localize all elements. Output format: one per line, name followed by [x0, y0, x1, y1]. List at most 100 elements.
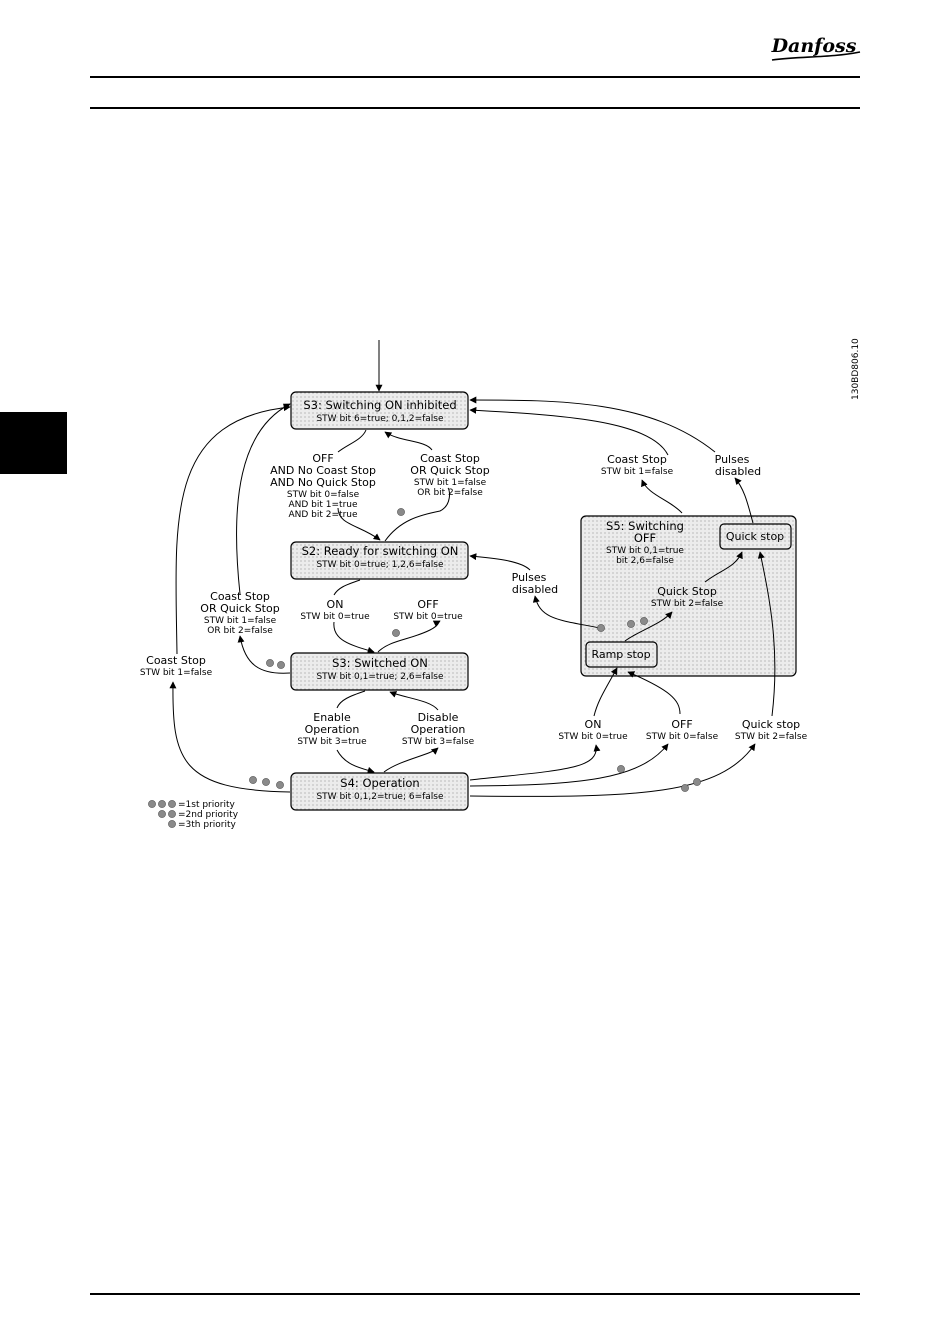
coast-quick-mid-l2: OR Quick Stop [200, 602, 279, 615]
label-off-s2: OFF STW bit 0=true [393, 598, 463, 622]
s5-sub-2: bit 2,6=false [616, 556, 674, 566]
edge-coast-quick-top [385, 432, 451, 542]
label-coast-left: Coast Stop STW bit 1=false [140, 654, 213, 678]
legend-dot [158, 810, 166, 818]
footer-rule [90, 1293, 860, 1295]
on-s4-s1: STW bit 0=true [558, 732, 628, 742]
edge-enable-op [336, 690, 374, 772]
edge-on-s2 [333, 579, 374, 652]
header-rule-bottom [90, 107, 860, 109]
edge-off-s2 [377, 620, 441, 653]
priority-dot [262, 778, 270, 786]
priority-dot [627, 620, 635, 628]
coast-quick-top-s2: OR bit 2=false [417, 488, 483, 498]
off-no-stop-l1: OFF [312, 452, 333, 465]
priority-legend: =1st priority =2nd priority =3th priorit… [148, 800, 239, 830]
edge-coast-quick-mid [237, 635, 291, 674]
coast-quick-top-s1: STW bit 1=false [414, 478, 487, 488]
label-on-s4: ON STW bit 0=true [558, 718, 628, 742]
priority-dot [693, 778, 701, 786]
quickstop-s5-s1: STW bit 2=false [651, 599, 724, 609]
s5-title-2: OFF [634, 531, 656, 545]
label-quickstop-s5: Quick Stop STW bit 2=false [651, 585, 724, 609]
priority-dot [266, 659, 274, 667]
brand-logo-text: Danfoss [771, 35, 857, 57]
coast-quick-mid-s2: OR bit 2=false [207, 626, 273, 636]
legend-first: =1st priority [178, 800, 235, 810]
quickstop-s4-s1: STW bit 2=false [735, 732, 808, 742]
off-no-stop-l3: AND No Quick Stop [270, 476, 376, 489]
enable-op-l2: Operation [305, 723, 360, 736]
edge-coast-left-up [175, 404, 291, 655]
state-ramp-stop [585, 641, 658, 668]
s3-inhibited-title: S3: Switching ON inhibited [303, 398, 456, 412]
on-s2-s1: STW bit 0=true [300, 612, 370, 622]
s2-sub: STW bit 0=true; 1,2,6=false [316, 560, 444, 570]
coast-quick-top-l1: Coast Stop [420, 452, 480, 465]
s2-title: S2: Ready for switching ON [302, 544, 459, 558]
header-rule-top [90, 76, 860, 78]
off-no-stop-l2: AND No Coast Stop [270, 464, 376, 477]
edge-quickstop-s5 [624, 611, 673, 642]
quick-stop-title: Quick stop [726, 530, 784, 543]
label-quickstop-s4: Quick stop STW bit 2=false [735, 718, 808, 742]
enable-op-s1: STW bit 3=true [297, 737, 367, 747]
edge-off-no-stop [337, 429, 380, 540]
priority-dot [392, 629, 400, 637]
on-s2-l1: ON [327, 598, 344, 611]
label-disable-op: Disable Operation STW bit 3=false [402, 711, 475, 747]
legend-third: =3th priority [178, 820, 237, 830]
legend-second: =2nd priority [178, 810, 239, 820]
edge-off-s4-up [627, 671, 681, 715]
priority-dot [276, 781, 284, 789]
edge-on-s4 [469, 744, 601, 781]
disable-op-s1: STW bit 3=false [402, 737, 475, 747]
label-coast-quick-mid: Coast Stop OR Quick Stop STW bit 1=false… [200, 590, 279, 636]
edge-pulses-top [734, 477, 754, 524]
s3-on-title: S3: Switched ON [332, 656, 428, 670]
off-no-stop-s2: AND bit 1=true [288, 500, 357, 510]
priority-dot [249, 776, 257, 784]
pulses-top-l2: disabled [715, 465, 761, 478]
coast-quick-mid-s1: STW bit 1=false [204, 616, 277, 626]
s5-title-1: S5: Switching [606, 519, 684, 533]
disable-op-l2: Operation [411, 723, 466, 736]
coast-left-s1: STW bit 1=false [140, 668, 213, 678]
off-s4-l1: OFF [671, 718, 692, 731]
priority-dot [277, 661, 285, 669]
pulses-top-l1: Pulses [715, 453, 750, 466]
label-coast-quick-top: Coast Stop OR Quick Stop STW bit 1=false… [410, 452, 489, 498]
edge-quickstop-s5-up [704, 551, 743, 583]
edge-disable-op [383, 747, 439, 773]
off-no-stop-s3: AND bit 2=true [288, 510, 357, 520]
priority-dot [397, 508, 405, 516]
legend-dot [168, 800, 176, 808]
s3-inhibited-sub: STW bit 6=true; 0,1,2=false [316, 414, 444, 424]
pulses-mid-l1: Pulses [512, 571, 547, 584]
enable-op-l1: Enable [313, 711, 351, 724]
legend-dot [158, 800, 166, 808]
quickstop-s4-l1: Quick stop [742, 718, 800, 731]
s5-sub-1: STW bit 0,1=true [606, 546, 684, 556]
off-s2-s1: STW bit 0=true [393, 612, 463, 622]
on-s4-l1: ON [585, 718, 602, 731]
off-s2-l1: OFF [417, 598, 438, 611]
priority-dot [681, 784, 689, 792]
s4-sub: STW bit 0,1,2=true; 6=false [316, 792, 444, 802]
pulses-mid-l2: disabled [512, 583, 558, 596]
edge-pulses-mid [532, 595, 601, 629]
label-off-s4: OFF STW bit 0=false [646, 718, 719, 742]
edge-coast-quick-mid-up [236, 403, 291, 595]
coast-s5-s1: STW bit 1=false [601, 467, 674, 477]
disable-op-l1: Disable [418, 711, 459, 724]
edge-on-s4-up [593, 667, 618, 717]
quickstop-s5-l1: Quick Stop [657, 585, 717, 598]
edge-pulses-mid-up [469, 553, 531, 571]
coast-quick-mid-l1: Coast Stop [210, 590, 270, 603]
edge-coast-s5-up [469, 406, 669, 456]
edge-quickstop-s4-up [757, 551, 776, 717]
legend-dot [148, 800, 156, 808]
edge-disable-op-up [389, 691, 439, 711]
off-s4-s1: STW bit 0=false [646, 732, 719, 742]
